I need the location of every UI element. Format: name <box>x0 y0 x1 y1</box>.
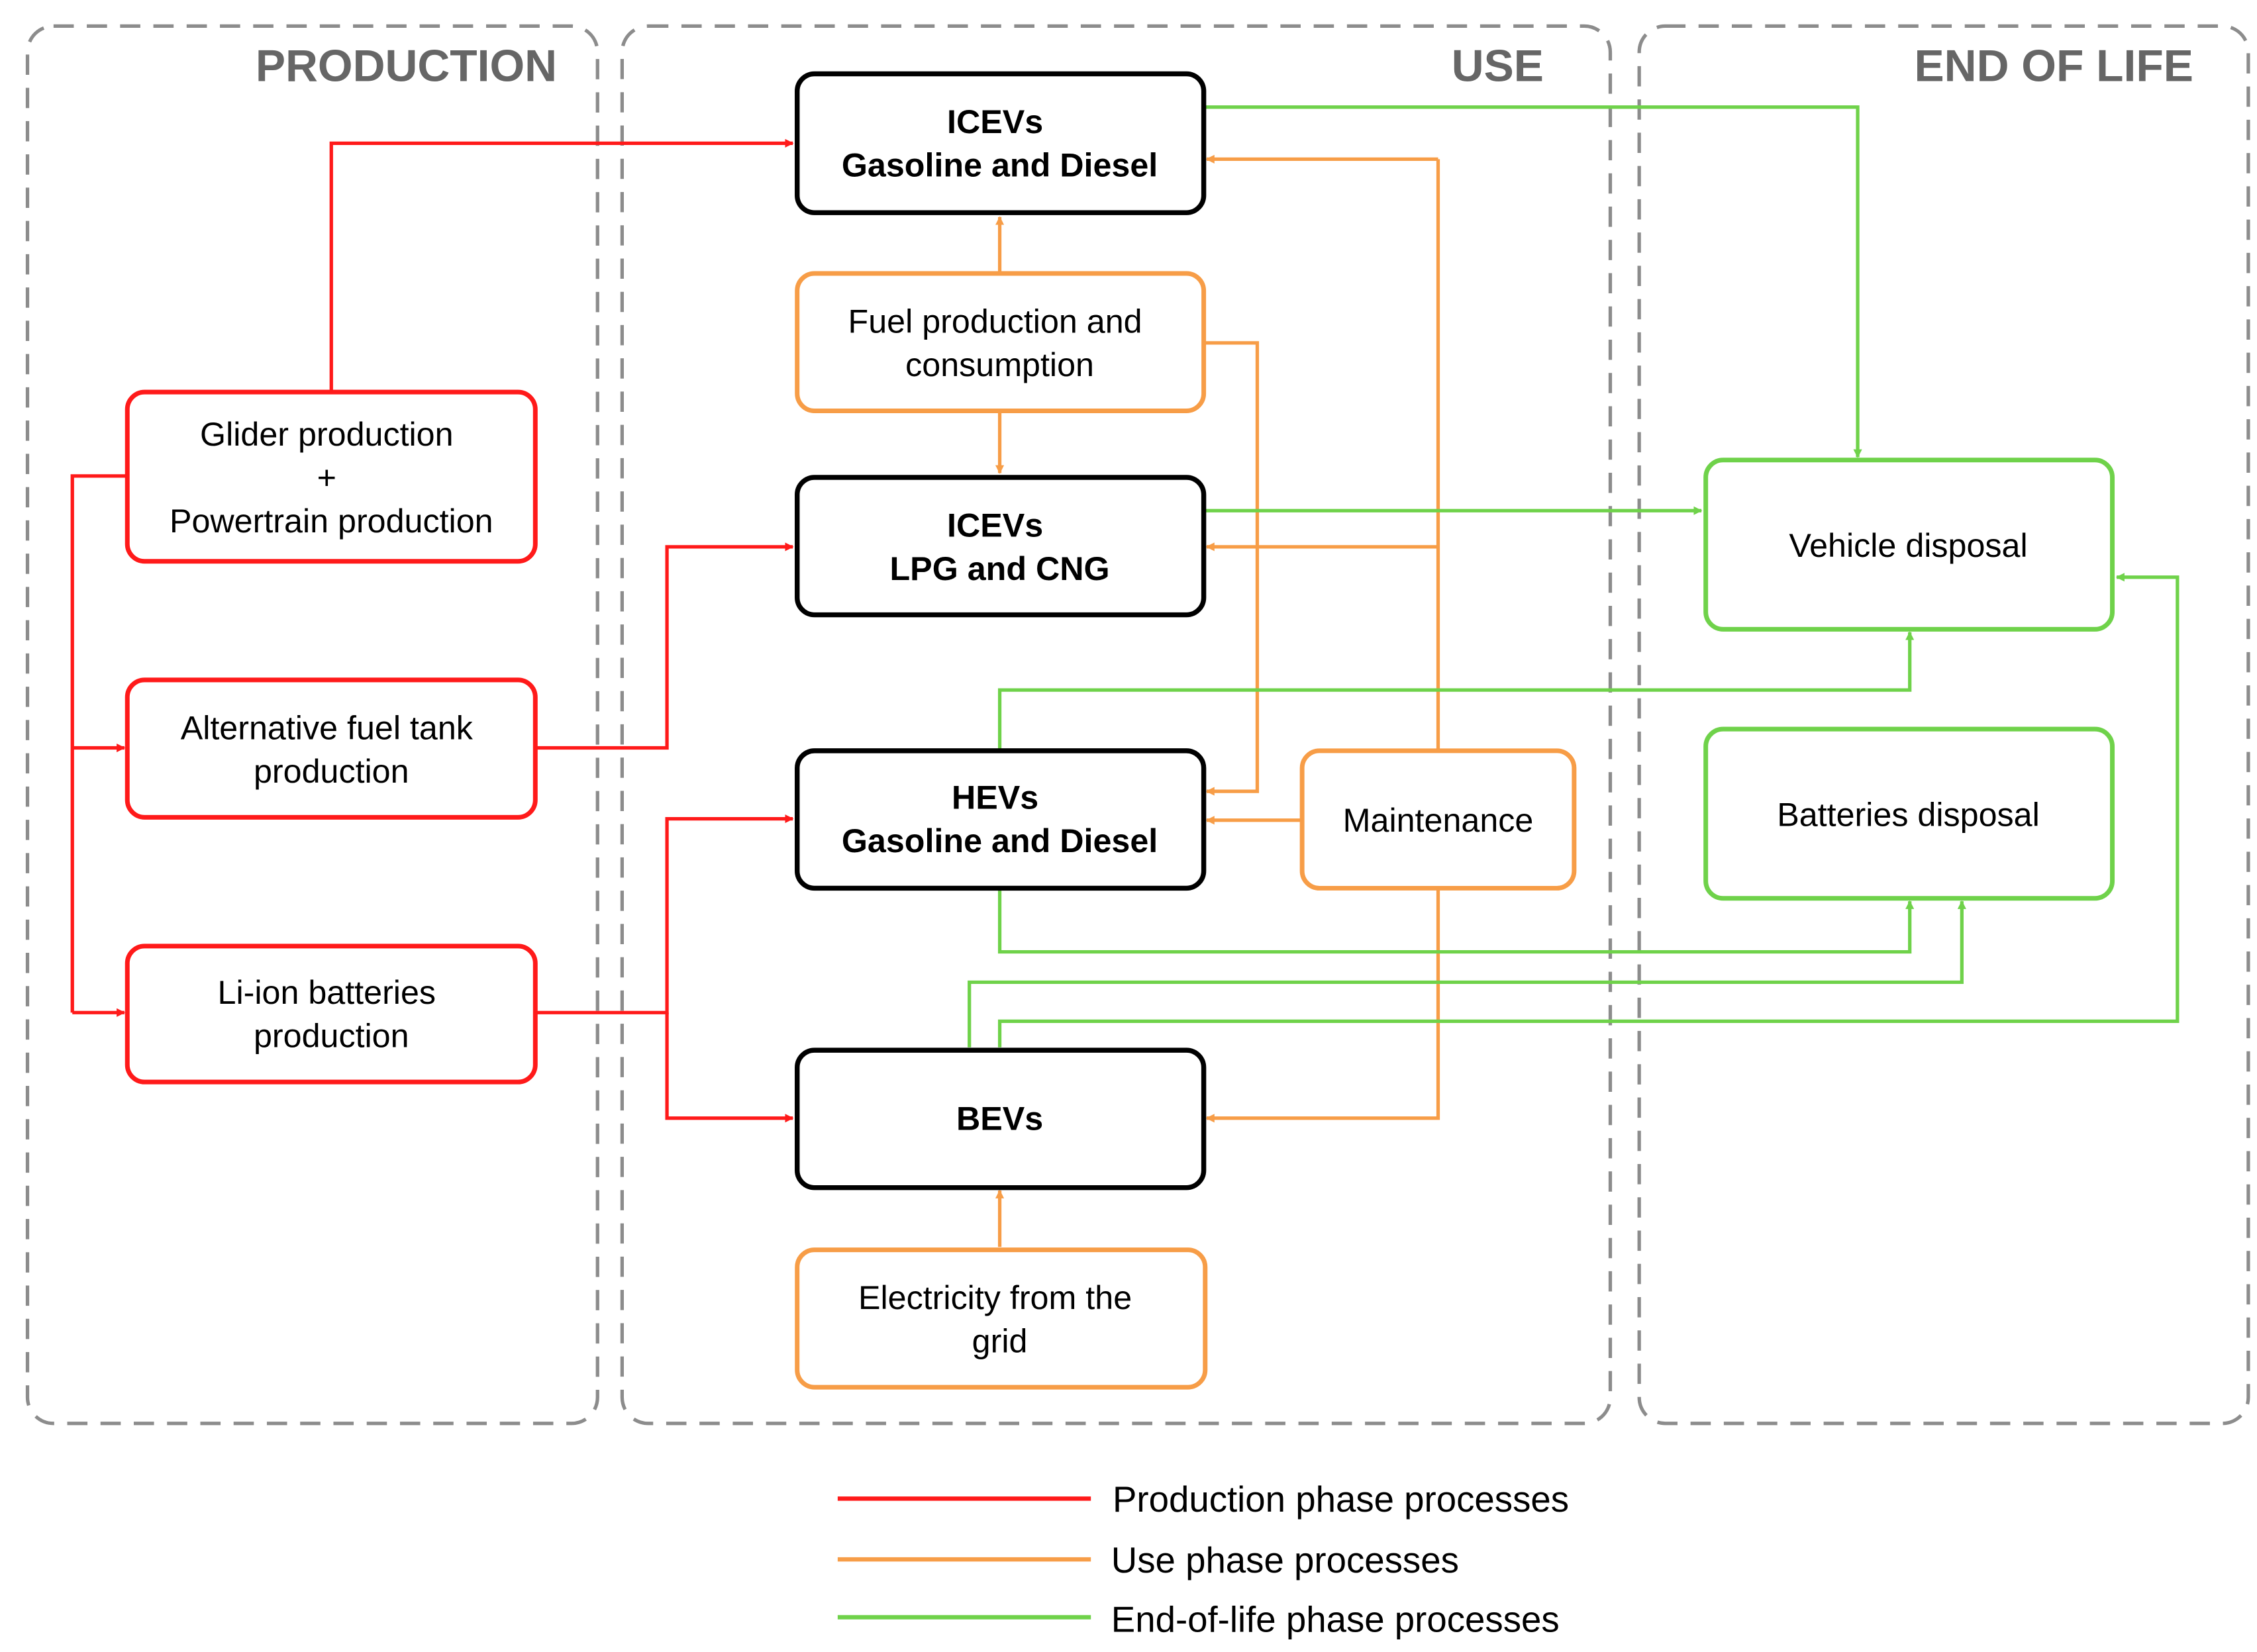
end-of-life-phase-title: END OF LIFE <box>1915 41 2193 91</box>
node-fuel-tank-production: Alternative fuel tank production <box>125 677 538 820</box>
batteries-to-bev-arrow <box>665 1012 794 1123</box>
glider-production-line-1: Glider production <box>200 416 454 453</box>
icev-gasoline-diesel-line-2: Gasoline and Diesel <box>842 147 1158 184</box>
fuel-production-line-1: Fuel production and <box>848 303 1142 340</box>
use-phase-title: USE <box>1452 41 1544 91</box>
node-glider-production: Glider production + Powertrain productio… <box>125 389 538 564</box>
hev-to-batteries-disposal-arrow <box>997 888 1915 954</box>
fuel-tank-production-line-2: production <box>254 753 409 790</box>
legend-end-of-life-label: End-of-life phase processes <box>1111 1599 1560 1639</box>
batteries-disposal-label: Batteries disposal <box>1777 797 2040 834</box>
icev-lpg-cng-box <box>795 475 1207 618</box>
batteries-disposal-box <box>1703 726 2115 901</box>
maintenance-to-bev-arrow <box>1205 888 1440 1123</box>
production-flows <box>70 138 794 1123</box>
fuel-tank-production-line-1: Alternative fuel tank <box>181 709 474 746</box>
production-phase-title: PRODUCTION <box>256 41 557 91</box>
end-of-life-phase-box <box>1637 24 2250 1426</box>
electricity-line-1: Electricity from the <box>858 1279 1132 1316</box>
batteries-production-label: Li-ion batteries production <box>218 974 445 1055</box>
node-fuel-production: Fuel production and consumption <box>795 271 1207 414</box>
fuel-production-label: Fuel production and consumption <box>848 303 1152 384</box>
use-phase-box <box>620 24 1613 1426</box>
end-of-life-flows <box>968 105 2180 1047</box>
hev-to-vehicle-disposal-arrow <box>997 631 1915 750</box>
glider-production-label: Glider production + Powertrain productio… <box>170 416 493 540</box>
node-icev-lpg-cng: ICEVs LPG and CNG <box>795 475 1207 618</box>
phase-containers <box>25 24 2250 1426</box>
node-maintenance: Maintenance <box>1299 748 1577 891</box>
fuel-tank-production-box <box>125 677 538 820</box>
node-vehicle-disposal: Vehicle disposal <box>1703 458 2115 632</box>
node-hev-gasoline-diesel: HEVs Gasoline and Diesel <box>795 748 1207 891</box>
hev-gasoline-diesel-line-2: Gasoline and Diesel <box>842 822 1158 859</box>
glider-production-box <box>125 389 538 564</box>
hev-gasoline-diesel-label: HEVs Gasoline and Diesel <box>842 779 1158 859</box>
icev-gasoline-diesel-label: ICEVs Gasoline and Diesel <box>842 103 1158 184</box>
icev-lpg-cng-line-2: LPG and CNG <box>890 550 1110 587</box>
icev-gasoline-diesel-box <box>795 71 1207 215</box>
legend: Production phase processes Use phase pro… <box>837 1479 1569 1639</box>
maintenance-label: Maintenance <box>1343 802 1534 839</box>
node-batteries-disposal: Batteries disposal <box>1703 726 2115 901</box>
batteries-to-hev-arrow <box>535 814 794 1014</box>
legend-production-label: Production phase processes <box>1113 1479 1569 1520</box>
node-icev-gasoline-diesel: ICEVs Gasoline and Diesel <box>795 71 1207 215</box>
node-bev: BEVs <box>795 1047 1207 1190</box>
glider-branch-line <box>70 474 128 1013</box>
vehicle-disposal-label: Vehicle disposal <box>1789 527 2027 564</box>
batteries-production-line-2: production <box>254 1018 409 1055</box>
fuel-production-box <box>795 271 1207 414</box>
electricity-label: Electricity from the grid <box>858 1279 1141 1360</box>
fuel-production-line-2: consumption <box>905 346 1094 383</box>
icev-gd-to-vehicle-disposal-arrow <box>1203 105 1862 458</box>
icev-lpg-cng-line-1: ICEVs <box>947 507 1043 544</box>
batteries-production-line-1: Li-ion batteries <box>218 974 436 1011</box>
electricity-box <box>795 1247 1208 1390</box>
icev-lpg-cng-label: ICEVs LPG and CNG <box>890 507 1110 588</box>
batteries-production-box <box>125 944 538 1085</box>
node-electricity: Electricity from the grid <box>795 1247 1208 1390</box>
hev-gasoline-diesel-line-1: HEVs <box>952 779 1038 816</box>
node-batteries-production: Li-ion batteries production <box>125 944 538 1085</box>
bev-to-batteries-disposal-arrow <box>968 900 1966 1047</box>
electricity-line-2: grid <box>972 1323 1028 1360</box>
icev-gasoline-diesel-line-1: ICEVs <box>947 103 1043 140</box>
fuel-tank-to-icev-lpg-arrow <box>535 542 794 750</box>
maintenance-box <box>1299 748 1577 891</box>
fuel-tank-production-label: Alternative fuel tank production <box>181 709 482 790</box>
glider-production-line-3: Powertrain production <box>170 503 493 540</box>
bev-box <box>795 1047 1207 1190</box>
legend-use-label: Use phase processes <box>1111 1540 1459 1580</box>
vehicle-disposal-box <box>1703 458 2115 632</box>
bev-label: BEVs <box>956 1100 1043 1137</box>
hev-gasoline-diesel-box <box>795 748 1207 891</box>
bev-to-vehicle-disposal-arrow <box>997 573 2180 1047</box>
fuel-to-hev-arrow <box>1203 341 1260 796</box>
glider-to-icev-gd-arrow <box>329 138 794 393</box>
production-phase-box <box>25 24 599 1426</box>
glider-production-line-2: + <box>317 459 336 496</box>
use-flows <box>995 154 1440 1247</box>
